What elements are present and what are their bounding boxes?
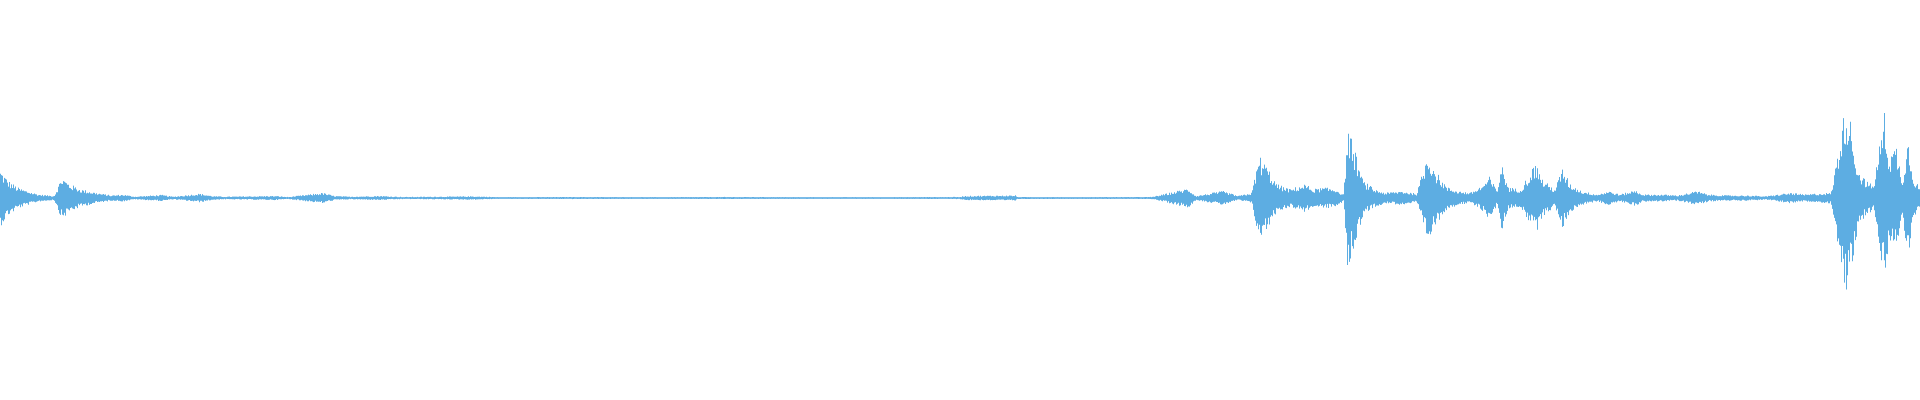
waveform-amplitude-bars xyxy=(0,113,1920,290)
